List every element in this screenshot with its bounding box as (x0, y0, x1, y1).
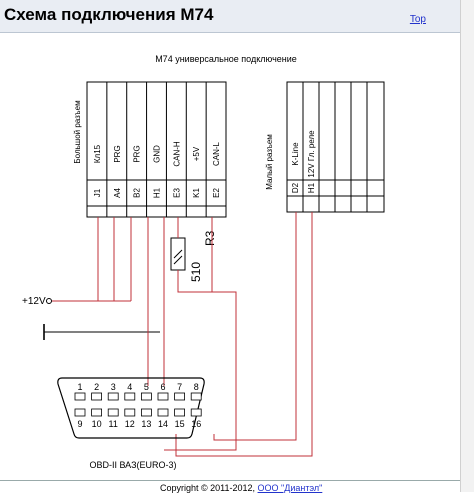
big-connector-pin-label: E2 (212, 188, 221, 198)
obd-pin-number: 5 (144, 382, 149, 392)
obd-pin (157, 392, 169, 401)
supply-terminal (46, 298, 52, 304)
obd-pin-number: 3 (111, 382, 116, 392)
big-connector-body (86, 81, 227, 218)
obd-pin (140, 408, 152, 417)
footer: Copyright © 2011-2012, ООО "Диантэл" (0, 480, 460, 493)
obd-pin (107, 408, 119, 417)
copyright-text: Copyright © 2011-2012, (160, 483, 256, 493)
big-connector-label: Большой разъем (73, 100, 82, 163)
resistor-ref: R3 (203, 230, 217, 246)
resistor-r3: 510 R3 (170, 230, 217, 282)
diagram-caption: М74 универсальное подключение (155, 54, 297, 64)
small-connector-signal-label: 12V Гл. реле (307, 130, 316, 178)
obd-pin (174, 408, 186, 417)
wiring-diagram-svg: М74 универсальное подключение Большой ра… (22, 54, 385, 470)
big-connector-signal-label: +5V (192, 146, 201, 161)
obd-caption: OBD-II ВАЗ(EURO-3) (89, 460, 176, 470)
small-connector-pin-label: D2 (291, 182, 300, 193)
small-connector-signal-label: K-Line (291, 142, 300, 166)
obd-pin (140, 392, 152, 401)
obd-pin-number: 11 (109, 419, 118, 429)
obd-pin-number: 15 (175, 419, 185, 429)
small-connector-pin-label: H1 (307, 182, 316, 193)
big-connector-signal-label: Кл15 (93, 144, 102, 163)
obd-pin-number: 13 (141, 419, 151, 429)
obd-pin-number: 8 (194, 382, 199, 392)
obd-pin-number: 14 (158, 419, 168, 429)
page-title: Схема подключения М74 (4, 5, 214, 24)
big-connector-pin-label: A4 (113, 188, 122, 198)
resistor-mark (173, 255, 183, 265)
big-connector-pin-label: J1 (93, 188, 102, 197)
supply-label: +12V (22, 296, 46, 307)
obd-pin (107, 392, 119, 401)
obd-pin-number: 6 (160, 382, 165, 392)
obd-pin-number: 1 (77, 382, 82, 392)
obd-body (57, 377, 205, 439)
resistor-mark (173, 249, 183, 259)
obd-pin (190, 408, 202, 417)
big-connector-signal-label: GND (153, 145, 162, 163)
big-connector-signal-label: CAN-L (212, 141, 221, 166)
footer-text: Copyright © 2011-2012, ООО "Диантэл" (160, 483, 322, 493)
big-connector-pin-label: E3 (172, 188, 181, 198)
big-connector-signal-label: PRG (133, 145, 142, 162)
obd-pin-number: 9 (77, 419, 82, 429)
wire-k-line (213, 212, 297, 441)
big-connector-pin-label: B2 (133, 188, 142, 198)
top-link[interactable]: Top (409, 14, 426, 25)
page-scrollbar[interactable] (460, 0, 474, 492)
small-connector-label: Малый разъем (265, 134, 274, 190)
obd-pin (157, 408, 169, 417)
big-connector: Большой разъем Кл15 PRG PRG GND CAN-H +5V CAN-… (73, 81, 227, 218)
wire-can-l-obd (164, 291, 237, 451)
obd-pin-number: 12 (125, 419, 135, 429)
resistor-value: 510 (189, 262, 203, 282)
obd-pin (74, 392, 86, 401)
obd-pin-number: 7 (177, 382, 182, 392)
obd-pin (91, 392, 102, 401)
obd-pin (190, 392, 202, 401)
obd-pin (174, 392, 186, 401)
obd-pin-number: 10 (92, 419, 102, 429)
big-connector-pin-label: K1 (192, 188, 201, 198)
obd-pin (124, 392, 136, 401)
wiring-diagram: М74 универсальное подключение Большой ра… (0, 36, 460, 476)
obd-pin-number: 2 (94, 382, 99, 392)
big-connector-pin-label: H1 (153, 187, 162, 198)
obd-pin (124, 408, 136, 417)
big-connector-signal-label: CAN-H (172, 141, 181, 167)
obd-pin-number: 4 (127, 382, 132, 392)
wires (52, 212, 313, 457)
title-bar: Схема подключения М74 Top (0, 0, 474, 33)
obd-pin-number: 16 (191, 419, 201, 429)
obd-pin (74, 408, 86, 417)
big-connector-signal-label: PRG (113, 145, 122, 162)
obd-pin (91, 408, 102, 417)
company-link[interactable]: ООО "Диантэл" (257, 483, 323, 493)
small-connector: Малый разъем K-Line 12V Гл. реле D2 H1 (265, 81, 385, 213)
wire-12v-relay (175, 212, 313, 457)
